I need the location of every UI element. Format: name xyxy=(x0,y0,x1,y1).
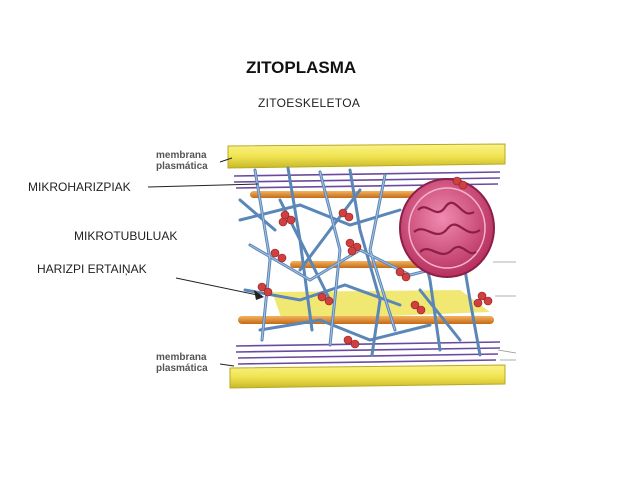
membrane-bottom xyxy=(229,364,506,389)
membrane-label-top: membrana plasmática xyxy=(156,150,208,172)
membrane-label-top-line1: membrana xyxy=(156,150,207,161)
edge-lines xyxy=(493,261,517,361)
page-subtitle: ZITOESKELETOA xyxy=(258,96,361,110)
label-microfilaments: MIKROHARIZPIAK xyxy=(28,180,131,194)
leader-membrane-bottom xyxy=(219,363,235,367)
membrane-label-bottom-line1: membrana xyxy=(156,352,207,363)
leader-lines xyxy=(147,157,263,367)
page-title: ZITOPLASMA xyxy=(246,58,357,77)
membrane-label-top-line2: plasmática xyxy=(156,161,208,172)
leader-microfilaments xyxy=(147,183,259,188)
leader-arrowhead xyxy=(254,290,264,300)
membrane-label-bottom: membrana plasmática xyxy=(156,352,208,374)
mitochondrion xyxy=(399,178,495,278)
leader-intermediate-filaments xyxy=(175,277,263,297)
ribosomes xyxy=(257,176,493,349)
leader-membrane-top xyxy=(219,157,233,163)
label-intermediate-filaments: HARIZPI ERTAIŅAK xyxy=(37,262,147,276)
inner-membrane-patch xyxy=(272,290,490,320)
membrane-top xyxy=(227,143,506,169)
membrane-label-bottom-line2: plasmática xyxy=(156,363,208,374)
label-microtubules: MIKROTUBULUAK xyxy=(74,229,178,243)
